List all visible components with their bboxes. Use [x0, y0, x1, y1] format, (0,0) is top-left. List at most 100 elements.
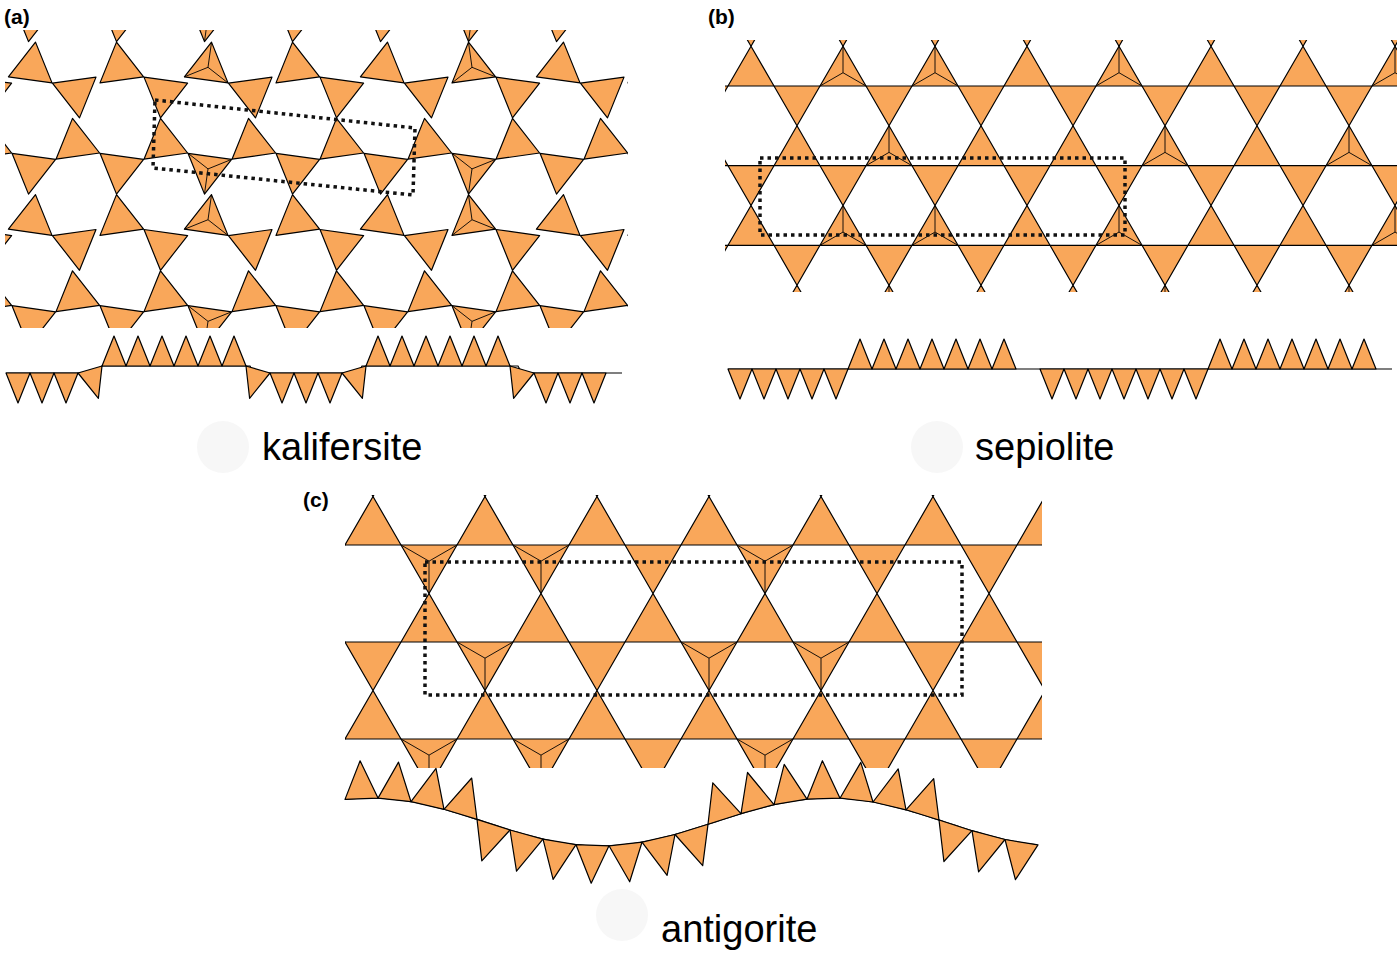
- apex-edge: [204, 321, 208, 328]
- tetrahedron: [912, 40, 958, 46]
- apex-edge: [821, 642, 849, 658]
- tetrahedron: [807, 761, 840, 800]
- tetrahedron: [1088, 369, 1112, 399]
- apex-edge: [1326, 152, 1349, 165]
- tetrahedron: [411, 768, 444, 809]
- apex-edge: [472, 220, 496, 230]
- apex-edge: [1119, 73, 1142, 86]
- tetrahedron: [912, 166, 958, 206]
- tetrahedron: [401, 545, 457, 594]
- tetrahedron: [793, 642, 849, 691]
- tetrahedron: [1142, 86, 1188, 126]
- tetrahedron: [912, 206, 958, 246]
- apex-edge: [188, 306, 208, 322]
- tetrahedron: [78, 366, 102, 398]
- faint-disc: [911, 421, 963, 473]
- apex-edge: [1096, 73, 1119, 86]
- apex-edge: [843, 46, 844, 73]
- apex-edge: [1395, 206, 1396, 233]
- tetrahedron: [401, 594, 457, 643]
- tetrahedron: [496, 230, 540, 271]
- tetrahedron: [12, 153, 56, 194]
- tetrahedron: [276, 153, 320, 194]
- tetrahedron: [452, 153, 496, 194]
- tetrahedron: [569, 642, 625, 691]
- tetrahedron: [728, 166, 774, 206]
- tetrahedron: [1232, 339, 1256, 369]
- apex-edge: [820, 73, 843, 86]
- tetrahedron: [1372, 166, 1397, 206]
- tetrahedron: [1096, 206, 1142, 246]
- apex-edge: [429, 561, 430, 593]
- tetrahedron: [5, 77, 12, 118]
- apex-edge: [709, 642, 737, 658]
- tetrahedron: [1112, 369, 1136, 399]
- apex-edge: [204, 30, 208, 42]
- apex-edge: [1349, 285, 1350, 292]
- apex-edge: [889, 126, 890, 153]
- tetrahedron: [737, 739, 793, 768]
- tetrahedron: [496, 77, 540, 118]
- apex-edge: [541, 739, 569, 755]
- apex-edge: [541, 755, 542, 768]
- tetrahedron: [1096, 40, 1142, 46]
- tetrahedron: [961, 594, 1017, 643]
- tetrahedron: [1096, 46, 1142, 86]
- tetrahedron: [232, 271, 276, 312]
- tetrahedron: [992, 339, 1016, 369]
- panel-letter: (c): [303, 489, 329, 510]
- tetrahedron: [1017, 691, 1042, 740]
- tetrahedron: [1160, 369, 1184, 399]
- tetrahedron: [513, 739, 569, 768]
- apex-edge: [485, 642, 513, 658]
- tetrahedron: [1004, 40, 1050, 46]
- tetrahedron: [228, 230, 272, 271]
- tetrahedron: [452, 42, 496, 83]
- tetrahedron: [896, 339, 920, 369]
- tetrahedron: [452, 306, 496, 328]
- tetrahedron: [675, 824, 708, 865]
- mineral-name: kalifersite: [262, 428, 423, 466]
- apex-edge: [843, 206, 844, 233]
- tetrahedron: [752, 369, 776, 399]
- tetrahedron: [824, 369, 848, 399]
- tetrahedron: [800, 369, 824, 399]
- tetrahedron: [452, 195, 496, 236]
- tetrahedron: [1096, 166, 1142, 206]
- apex-edge: [935, 46, 936, 73]
- tetrahedron: [1234, 126, 1280, 166]
- tetrahedron: [378, 762, 411, 802]
- apex-edge: [889, 285, 890, 292]
- tetrahedron: [725, 245, 728, 285]
- tetrahedron: [404, 230, 448, 271]
- tetrahedron: [513, 594, 569, 643]
- tetrahedron: [364, 153, 408, 194]
- tetrahedron: [1280, 166, 1326, 206]
- tetrahedron: [318, 373, 342, 403]
- tetrahedron: [457, 642, 513, 691]
- tetrahedron: [540, 153, 584, 194]
- tetrahedron: [728, 369, 752, 399]
- apex-edge: [541, 545, 569, 561]
- tetrahedron: [1005, 840, 1038, 880]
- apex-edge: [513, 545, 541, 561]
- tetrahedron: [1234, 86, 1280, 126]
- apex-edge: [401, 545, 429, 561]
- apex-edge: [866, 152, 889, 165]
- tetrahedron: [944, 339, 968, 369]
- tetrahedron: [1280, 339, 1304, 369]
- tetrahedron: [345, 761, 378, 800]
- tetrahedron: [580, 230, 624, 271]
- apex-edge: [452, 220, 472, 236]
- apex-edge: [935, 73, 958, 86]
- tetrahedron: [52, 230, 96, 271]
- apex-edge: [184, 67, 208, 77]
- apex-edge: [1372, 232, 1395, 245]
- tetrahedron: [728, 46, 774, 86]
- tetrahedron: [728, 40, 774, 46]
- tetrahedron: [625, 739, 681, 768]
- apex-edge: [1349, 126, 1350, 153]
- tetrahedron: [1372, 206, 1397, 246]
- tetrahedron: [408, 271, 452, 312]
